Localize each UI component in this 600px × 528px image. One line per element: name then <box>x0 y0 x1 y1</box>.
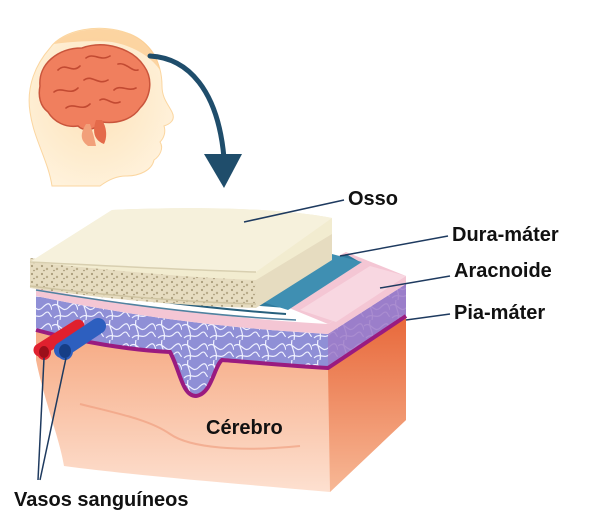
pia-mater-layer <box>35 314 408 399</box>
subarachnoid-layer <box>36 284 406 396</box>
label-cerebro: Cérebro <box>206 417 283 439</box>
leader-lines <box>37 199 451 481</box>
bone-layer <box>29 208 332 308</box>
brain-icon <box>38 44 151 146</box>
label-pia-mater: Pia-máter <box>454 302 546 324</box>
curved-arrow-down-icon <box>147 53 242 188</box>
brain-layer <box>36 316 406 492</box>
arachnoid-layer <box>36 252 406 334</box>
label-vasos-sanguineos: Vasos sanguíneos <box>14 489 189 511</box>
label-dura-mater: Dura-máter <box>452 224 559 246</box>
blood-vessels <box>33 318 106 360</box>
label-aracnoide: Aracnoide <box>454 260 552 282</box>
label-osso: Osso <box>348 188 399 210</box>
